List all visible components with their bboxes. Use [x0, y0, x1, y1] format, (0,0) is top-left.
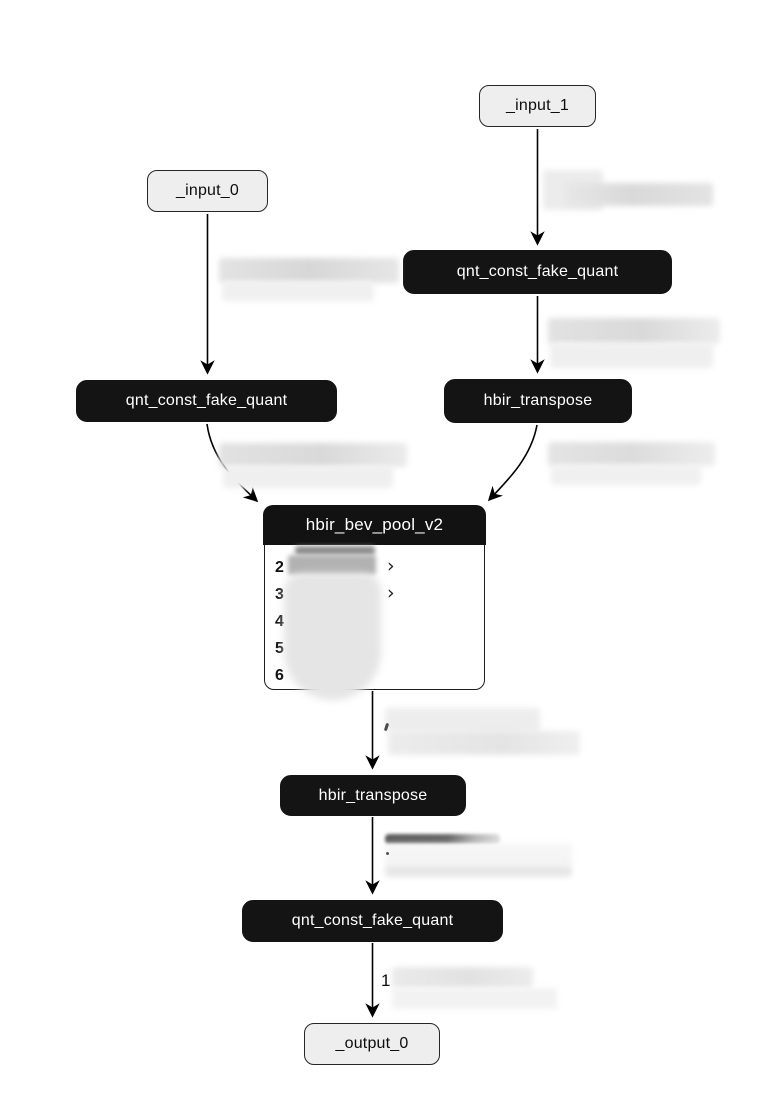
node-qnt-const-fake-quant-right[interactable]: qnt_const_fake_quant [403, 250, 672, 294]
label-fragment [386, 852, 389, 855]
pool-attr-row-6[interactable]: 6 [275, 665, 475, 687]
row-index: 2 [275, 559, 284, 576]
edge-qnt-left-to-pool [206, 423, 259, 503]
pool-attr-row-5[interactable]: 5 [275, 638, 475, 660]
chevron-right-icon[interactable]: › [387, 582, 395, 604]
edge-label-output-shape: 1 [381, 971, 391, 990]
row-index: 3 [275, 586, 284, 603]
node-label: _output_0 [335, 1035, 409, 1052]
edge-transpose-right-to-pool [487, 424, 538, 502]
row-index: 6 [275, 667, 284, 684]
row-index: 5 [275, 640, 284, 657]
node-qnt-const-fake-quant-left[interactable]: qnt_const_fake_quant [76, 380, 337, 422]
node-hbir-transpose-right[interactable]: hbir_transpose [444, 379, 632, 423]
node-hbir-transpose-mid[interactable]: hbir_transpose [280, 775, 466, 816]
node-label: qnt_const_fake_quant [125, 392, 288, 409]
node-qnt-const-fake-quant-bottom[interactable]: qnt_const_fake_quant [242, 900, 503, 942]
node-hbir-bev-pool-v2[interactable]: hbir_bev_pool_v2 2 › 3 › 4 5 6 [263, 505, 486, 690]
node-label: qnt_const_fake_quant [456, 263, 619, 280]
chevron-right-icon[interactable]: › [387, 555, 395, 577]
node-input-1[interactable]: _input_1 [479, 85, 596, 127]
pool-attr-row-3[interactable]: 3 › [275, 582, 475, 606]
node-label: hbir_transpose [318, 786, 428, 804]
pool-attr-row-4[interactable]: 4 [275, 611, 475, 633]
node-label: hbir_transpose [483, 392, 593, 409]
node-label: _input_0 [176, 182, 239, 199]
node-header[interactable]: hbir_bev_pool_v2 [263, 505, 486, 546]
pool-attr-row-2[interactable]: 2 › [275, 555, 475, 579]
node-input-0[interactable]: _input_0 [147, 170, 268, 212]
row-index: 4 [275, 613, 284, 630]
node-label: hbir_bev_pool_v2 [305, 515, 444, 535]
node-label: _input_1 [506, 97, 569, 114]
node-output-0[interactable]: _output_0 [304, 1023, 440, 1065]
node-label: qnt_const_fake_quant [291, 912, 454, 929]
